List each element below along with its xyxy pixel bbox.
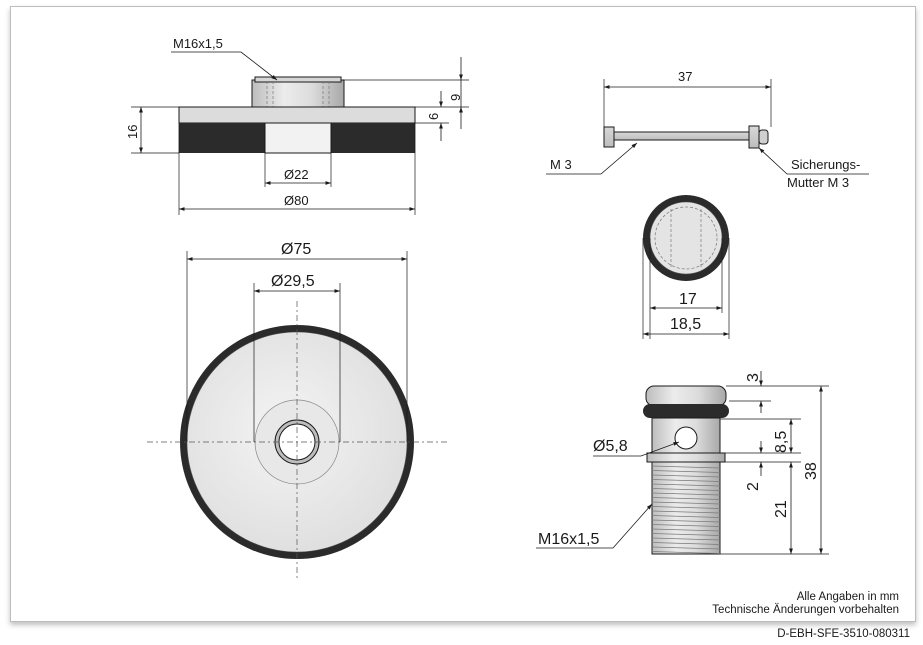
dim-9: 9 <box>448 94 463 101</box>
thread-groove <box>651 533 721 536</box>
label-nut-line2: Mutter M 3 <box>787 175 849 190</box>
bolt-o-ring <box>643 404 729 418</box>
thread-groove <box>651 551 721 554</box>
drawing-sheet: M16x1,5 16 9 6 Ø22 Ø80 <box>10 6 916 622</box>
thread-groove <box>651 497 721 500</box>
top-thread-label: M16x1,5 <box>173 36 223 51</box>
dim-d80: Ø80 <box>284 193 309 208</box>
note-changes: Technische Änderungen vorbehalten <box>712 604 899 616</box>
bolt-top <box>645 385 727 407</box>
bolt-thread-label: M16x1,5 <box>538 531 599 548</box>
pin-view: 37 M 3 Sicherungs- Mutter M 3 <box>546 69 869 190</box>
thread-lines <box>651 465 721 554</box>
thread-groove <box>651 528 721 532</box>
thread-groove <box>651 546 721 550</box>
disc-bore <box>264 122 332 154</box>
label-nut-line1: Sicherungs- <box>791 157 860 172</box>
buffer-section-view: M16x1,5 16 9 6 Ø22 Ø80 <box>125 36 469 215</box>
thread-groove <box>651 506 721 509</box>
disc-metal <box>178 106 416 124</box>
dim-3: 3 <box>745 373 762 382</box>
dim-17: 17 <box>679 291 697 308</box>
dim-d75: Ø75 <box>281 241 311 258</box>
thread-groove <box>651 524 721 527</box>
thread-groove <box>651 470 721 473</box>
disc-top-view: Ø75 Ø29,5 <box>147 241 447 581</box>
ring-face <box>649 201 723 275</box>
threaded-bolt-view: 3 8,5 2 21 38 Ø5,8 M16x1,5 <box>536 371 829 555</box>
thread-groove <box>651 488 721 491</box>
thread-groove <box>651 501 721 505</box>
thread-groove <box>651 465 721 469</box>
thread-groove <box>651 542 721 545</box>
dim-37: 37 <box>678 69 692 84</box>
dim-height-16: 16 <box>125 125 140 139</box>
dim-38: 38 <box>803 462 820 480</box>
label-m3: M 3 <box>550 157 572 172</box>
bolt-cross-hole <box>674 426 698 450</box>
pin-circle-view: 17 18,5 <box>642 195 730 339</box>
dim-6: 6 <box>426 113 441 120</box>
dim-d5-8: Ø5,8 <box>593 438 628 455</box>
dim-18-5: 18,5 <box>670 316 701 333</box>
thread-groove <box>651 474 721 478</box>
pin-head <box>603 126 615 148</box>
dim-d29: Ø29,5 <box>271 273 315 290</box>
pin-shaft <box>613 131 750 141</box>
technical-drawing: M16x1,5 16 9 6 Ø22 Ø80 <box>125 36 869 581</box>
dim-8-5: 8,5 <box>773 431 790 453</box>
thread-groove <box>651 510 721 514</box>
thread-groove <box>651 515 721 518</box>
dim-2: 2 <box>745 482 762 491</box>
thread-groove <box>651 479 721 482</box>
thread-groove <box>651 519 721 523</box>
dim-21: 21 <box>773 500 790 518</box>
dim-d22: Ø22 <box>284 167 309 182</box>
bolt-collar <box>646 452 726 463</box>
thread-groove <box>651 483 721 487</box>
pin-nut <box>748 125 760 149</box>
thread-groove <box>651 537 721 541</box>
thread-groove <box>651 492 721 496</box>
note-units: Alle Angaben in mm <box>796 591 899 603</box>
pin-tip <box>758 129 769 145</box>
stud-body <box>251 79 345 108</box>
drawing-notes: Alle Angaben in mm Technische Änderungen… <box>712 591 899 617</box>
document-id: D-EBH-SFE-3510-080311 <box>777 628 910 640</box>
stud-cap <box>254 76 342 83</box>
